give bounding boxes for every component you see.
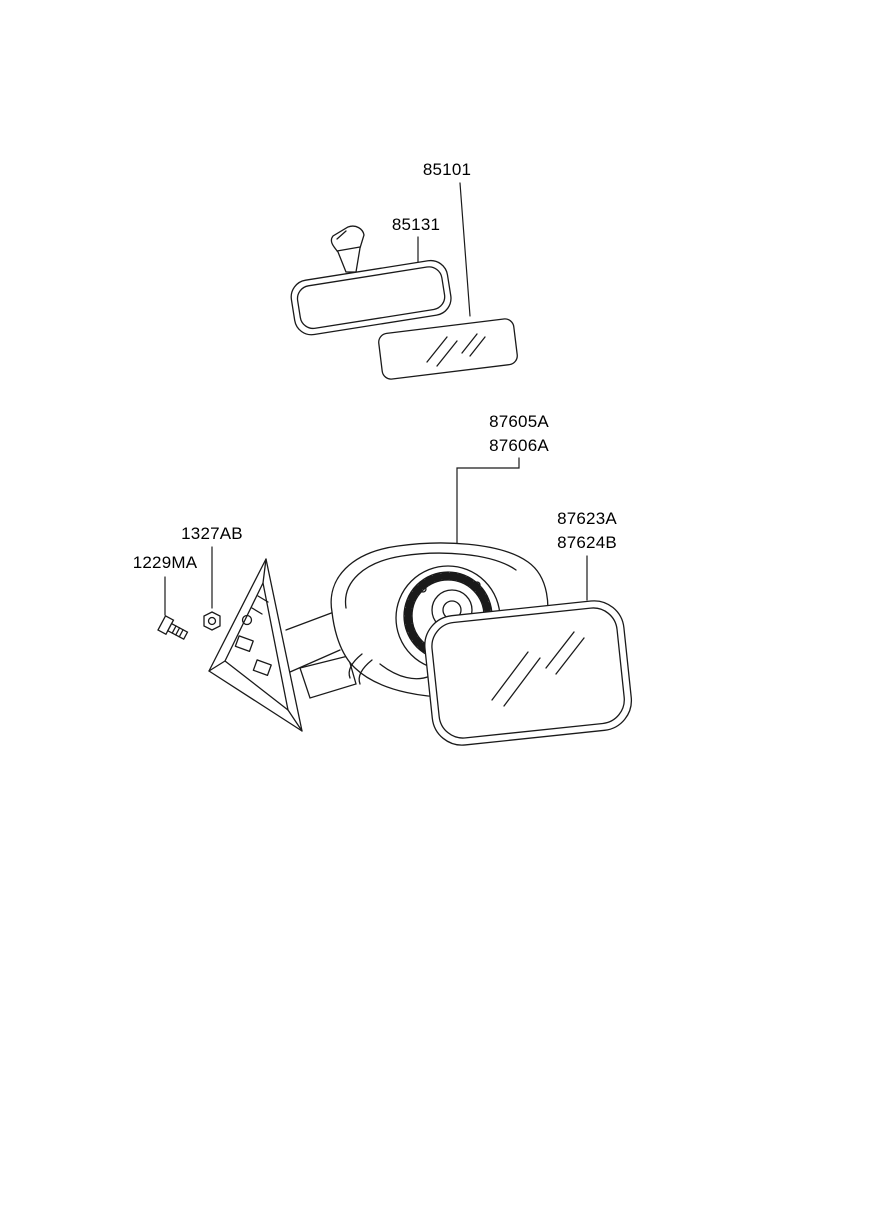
label-nut: 1327AB [181,524,243,543]
label-outside-mirror-assembly-2: 87606A [489,436,549,455]
bolt-icon [157,615,189,641]
mirror-arm-icon [285,611,357,699]
outside-mirror-drawing [157,542,633,746]
label-bolt: 1229MA [132,553,198,572]
label-outside-mirror-glass-1: 87623A [557,509,617,528]
nut-icon [203,611,221,631]
label-outside-mirror-assembly-1: 87605A [489,412,549,431]
label-inside-mirror-assembly: 85101 [422,160,472,179]
leader-85101 [459,182,471,317]
leader-lines [164,182,588,616]
inside-mirror-mount-icon [330,225,365,273]
inside-mirror-body-icon [290,259,452,336]
leader-87605A [456,457,520,544]
label-outside-mirror-glass-2: 87624B [557,533,617,552]
inside-mirror-glass-icon [378,318,518,380]
label-inside-mirror-glass: 85131 [391,215,441,234]
inside-mirror-drawing [290,225,518,380]
outside-mirror-glass-icon [424,600,633,746]
mounting-triangle-icon [208,558,303,732]
